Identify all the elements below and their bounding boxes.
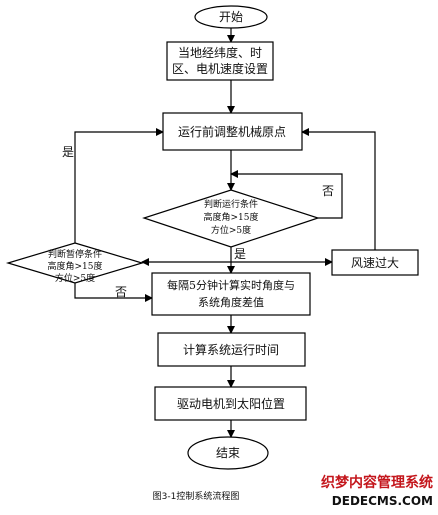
cond1-label-line2: 高度角>15度 xyxy=(204,211,259,223)
watermark-line1: 织梦内容管理系统 xyxy=(321,474,433,491)
watermark: 织梦内容管理系统 DEDECMS.COM xyxy=(321,474,433,508)
wind-label: 风速过大 xyxy=(351,256,399,270)
node-end: 结束 xyxy=(187,436,269,470)
pause-label-line3: 方位>5度 xyxy=(55,272,95,284)
setup-label-line2: 区、电机速度设置 xyxy=(172,61,268,76)
edge-label-yes-left: 是 xyxy=(62,145,74,159)
pause-label-line1: 判断暂停条件 xyxy=(48,248,102,260)
node-cond1: 判断运行条件 高度角>15度 方位>5度 xyxy=(142,189,320,248)
drive-label: 驱动电机到太阳位置 xyxy=(177,396,285,411)
edge-wind-to-adjust xyxy=(301,128,376,250)
start-label: 开始 xyxy=(219,10,243,24)
node-start: 开始 xyxy=(194,5,268,29)
node-adjust: 运行前调整机械原点 xyxy=(162,112,303,151)
node-runtime: 计算系统运行时间 xyxy=(157,332,306,367)
adjust-label: 运行前调整机械原点 xyxy=(178,124,286,139)
edge-label-yes-center: 是 xyxy=(234,247,246,261)
pause-label-line2: 高度角>15度 xyxy=(48,260,103,272)
setup-label-line1: 当地经纬度、时 xyxy=(178,45,262,60)
figure-caption: 图3-1控制系统流程图 xyxy=(153,490,240,502)
edge-label-no-right: 否 xyxy=(322,184,334,198)
cond1-label-line1: 判断运行条件 xyxy=(204,198,258,210)
calc-label-line2: 系统角度差值 xyxy=(198,295,264,309)
watermark-line2: DEDECMS.COM xyxy=(332,494,433,508)
node-setup: 当地经纬度、时 区、电机速度设置 xyxy=(166,41,274,81)
runtime-label: 计算系统运行时间 xyxy=(183,342,279,357)
end-label: 结束 xyxy=(216,446,240,460)
edges xyxy=(74,28,376,438)
cond1-label-line3: 方位>5度 xyxy=(211,224,251,236)
node-wind: 风速过大 xyxy=(331,249,419,276)
edge-pause-no-to-calc xyxy=(74,283,153,302)
node-pause: 判断暂停条件 高度角>15度 方位>5度 xyxy=(5,242,145,284)
edge-pause-yes-to-adjust xyxy=(74,128,164,243)
node-drive: 驱动电机到太阳位置 xyxy=(154,386,307,421)
edge-cond1-no-loop xyxy=(230,170,343,219)
node-calc: 每隔5分钟计算实时角度与 系统角度差值 xyxy=(151,272,311,316)
calc-label-line1: 每隔5分钟计算实时角度与 xyxy=(167,278,295,292)
edge-label-no-left: 否 xyxy=(115,285,127,299)
